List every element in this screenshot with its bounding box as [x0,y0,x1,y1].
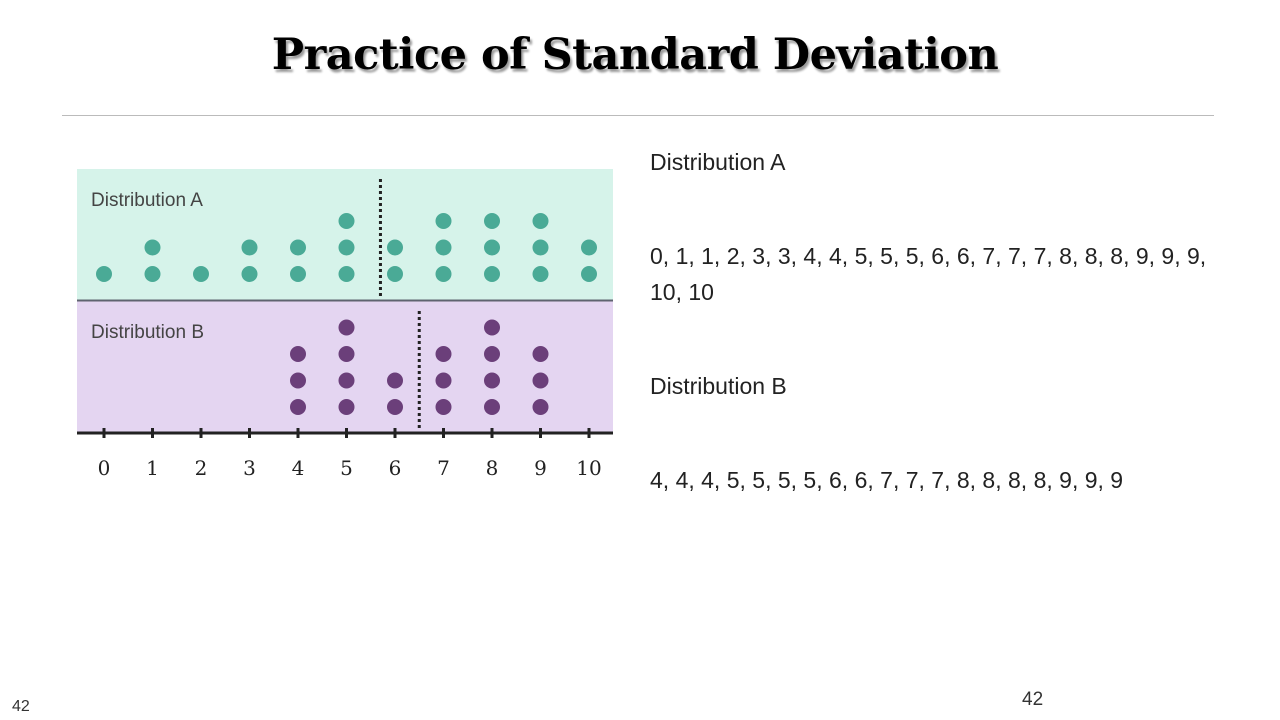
dot-a-4-2 [290,239,306,256]
slide-number-footer: 42 [1022,689,1044,710]
dot-a-3-1 [241,266,258,282]
distribution-a-values: 0, 1, 1, 2, 3, 3, 4, 4, 5, 5, 5, 6, 6, 7… [650,243,1207,305]
dot-a-6-1 [387,266,403,282]
dot-a-0-1 [96,266,112,282]
dot-b-4-1 [290,399,306,415]
title-divider [62,115,1214,116]
distribution-b-values: 4, 4, 4, 5, 5, 5, 5, 6, 6, 7, 7, 7, 8, 8… [650,467,1124,493]
dot-a-9-1 [532,266,549,282]
dot-b-9-1 [532,399,549,415]
dot-b-6-2 [387,372,403,389]
dot-b-9-2 [532,372,549,389]
dot-b-8-2 [484,372,500,389]
dot-a-10-2 [581,239,597,256]
tick-label-3: 3 [243,456,256,480]
tick-label-0: 0 [98,456,111,480]
distribution-a-label: Distribution A [91,190,203,211]
tick-label-10: 10 [576,456,601,480]
dot-a-9-2 [532,239,549,256]
tick-label-1: 1 [146,456,159,480]
data-dots [96,213,597,415]
dot-b-6-1 [387,399,403,415]
tick-label-6: 6 [389,456,402,480]
tick-label-4: 4 [292,456,305,480]
mean-lines [378,179,421,431]
distribution-a-heading: Distribution A [650,149,786,175]
dot-b-7-2 [435,372,452,389]
dot-b-8-1 [484,399,500,415]
slide-title: Practice of Standard Deviation [271,30,999,80]
dot-a-5-1 [338,266,355,282]
dot-a-2-1 [193,266,209,282]
dot-a-1-1 [144,266,161,282]
dot-b-5-3 [338,346,355,362]
tick-label-7: 7 [437,456,450,480]
distribution-b-label: Distribution B [91,322,204,343]
dot-a-8-1 [484,266,500,282]
tick-label-8: 8 [486,456,499,480]
dot-b-8-4 [484,319,500,336]
dot-a-9-3 [532,213,549,229]
tick-label-9: 9 [534,456,547,480]
dot-a-5-3 [338,213,355,229]
dot-a-1-2 [144,239,161,256]
dot-a-10-1 [581,266,597,282]
dot-b-9-3 [532,346,549,362]
dot-a-7-3 [435,213,452,229]
dot-b-4-2 [290,372,306,389]
dot-b-5-2 [338,372,355,389]
dot-b-5-1 [338,399,355,415]
dot-b-8-3 [484,346,500,362]
dot-a-6-2 [387,239,403,256]
dot-a-3-2 [241,239,258,256]
dot-a-8-3 [484,213,500,229]
tick-label-5: 5 [340,456,353,480]
dot-a-7-2 [435,239,452,256]
dot-a-7-1 [435,266,452,282]
x-axis: 0 1 2 3 4 5 6 7 8 9 10 [77,428,613,480]
dot-b-5-4 [338,319,355,336]
dot-b-7-1 [435,399,452,415]
tick-label-2: 2 [195,456,208,480]
dot-b-7-3 [435,346,452,362]
dot-a-8-2 [484,239,500,256]
dot-a-4-1 [290,266,306,282]
distribution-b-heading: Distribution B [650,373,787,399]
dot-a-5-2 [338,239,355,256]
slide-number: 42 [12,698,30,715]
dot-plot-chart: Distribution A Distribution B 0 1 2 3 4 5 6 7 8 9… [77,169,613,480]
dot-b-4-3 [290,346,306,362]
